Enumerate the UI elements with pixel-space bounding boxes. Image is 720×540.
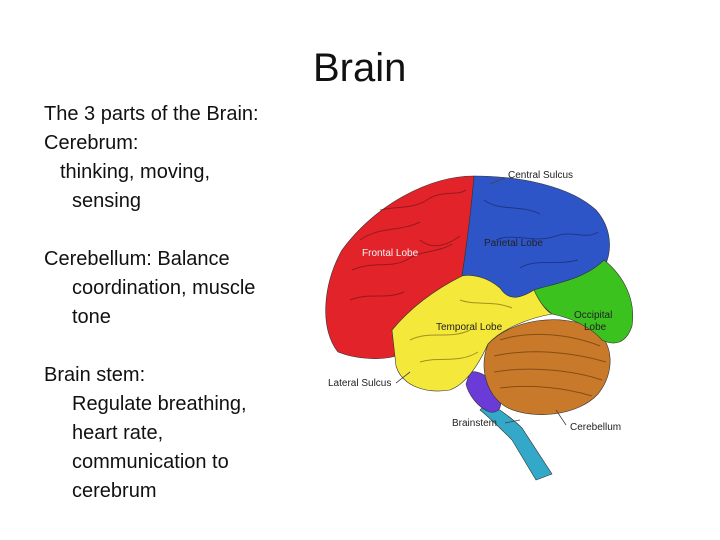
occipital-lobe-label-1: Occipital [574,310,612,321]
temporal-lobe-label: Temporal Lobe [436,322,503,333]
temporal-gyri [409,299,513,363]
brainstem-heading: Brain stem: [44,364,146,386]
lateral-sulcus-label: Lateral Sulcus [328,378,391,389]
notes-text: The 3 parts of the Brain: Cerebrum: thin… [44,100,314,506]
brainstem-line-4: cerebrum [72,480,157,502]
slide-title: Brain [313,46,407,90]
cerebellum-line-1: Cerebellum: Balance [44,248,230,270]
cerebellum-line-3: tone [72,306,111,328]
leader-lines [395,177,567,426]
frontal-lobe-label: Frontal Lobe [362,248,419,259]
brainstem-line-1: Regulate breathing, [72,393,247,415]
brainstem-shape [479,401,553,481]
cerebellum-line-2: coordination, muscle [72,277,256,299]
frontal-gyri [349,189,467,301]
cerebrum-heading: Cerebrum: [44,132,139,154]
intro-line: The 3 parts of the Brain: [44,103,259,125]
cerebellum-shape [483,319,611,415]
temporal-lobe-shape [391,275,553,392]
parietal-gyri [483,199,599,269]
brainstem-line-3: communication to [72,451,229,473]
occipital-lobe-label-2: Lobe [584,322,607,333]
brainstem-line-2: heart rate, [72,422,164,444]
cerebellum-label: Cerebellum [570,422,621,433]
brainstem-label: Brainstem [452,418,497,429]
cerebellum-folia [493,333,607,397]
parietal-lobe-label: Parietal Lobe [484,238,543,249]
occipital-lobe-shape [533,259,634,344]
cerebrum-line-2: sensing [72,190,141,212]
cerebrum-line-1: thinking, moving, [60,161,211,183]
central-sulcus-label: Central Sulcus [508,170,573,181]
